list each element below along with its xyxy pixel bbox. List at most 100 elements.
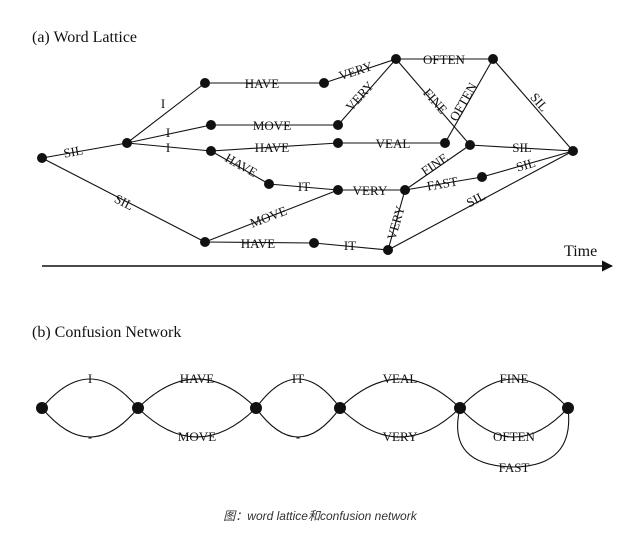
label-often-top: OFTEN <box>423 52 466 67</box>
label-move-1: MOVE <box>253 118 291 133</box>
edge-it-mid <box>268 183 339 191</box>
edge-fast <box>404 176 483 191</box>
label-very-mid: VERY <box>353 183 388 198</box>
cn-label-often: OFTEN <box>493 429 536 444</box>
label-it-bottom: IT <box>344 238 356 253</box>
edge-sil-bottom <box>387 150 574 251</box>
edge-move-2 <box>204 189 339 243</box>
label-sil-mid: SIL <box>512 140 532 155</box>
cn-node <box>250 402 262 414</box>
lattice-node <box>440 138 450 148</box>
edge-sil-start <box>41 142 128 159</box>
lattice-labels: SIL SIL I I I HAVE VERY VERY OFTEN FINE … <box>62 52 551 253</box>
confusion-nodes <box>36 402 574 414</box>
cn-node <box>132 402 144 414</box>
edge-i-3 <box>126 142 212 152</box>
edge-have-mid <box>210 142 339 152</box>
cn-label-it: IT <box>292 371 304 386</box>
confusion-edges <box>41 378 570 468</box>
lattice-node <box>400 185 410 195</box>
cn-edge-very <box>339 407 461 438</box>
confusion-labels: I - HAVE MOVE IT - VEAL VERY FINE OFTEN … <box>88 371 536 475</box>
label-sil-mid2: SIL <box>514 155 537 175</box>
label-sil-right-top: SIL <box>527 90 551 115</box>
lattice-node <box>333 120 343 130</box>
cn-edge-often <box>459 407 569 438</box>
label-fine-1: FINE <box>420 85 450 117</box>
lattice-edges <box>41 58 574 251</box>
edge-very-2 <box>337 58 397 126</box>
cn-edge-veal <box>339 378 461 409</box>
label-fine-2: FINE <box>418 150 450 179</box>
cn-node <box>562 402 574 414</box>
lattice-title: (a) Word Lattice <box>32 29 137 46</box>
cn-node <box>334 402 346 414</box>
label-sil-start: SIL <box>62 142 84 160</box>
cn-node <box>36 402 48 414</box>
lattice-node <box>122 138 132 148</box>
lattice-node <box>206 120 216 130</box>
lattice-node <box>391 54 401 64</box>
label-sil-lower: SIL <box>112 191 136 213</box>
edge-have-bottom <box>204 241 315 244</box>
edge-i-2 <box>126 124 212 144</box>
cn-label-veal: VEAL <box>383 371 418 386</box>
cn-label-fast: FAST <box>499 460 530 475</box>
edge-i-1 <box>126 82 206 144</box>
edge-sil-right-top <box>492 58 574 152</box>
label-often-diag: OFTEN <box>446 79 480 123</box>
time-axis-label: Time <box>564 243 597 260</box>
edge-sil-lower <box>41 157 206 243</box>
label-very-2: VERY <box>342 78 377 114</box>
edge-often-diag <box>444 58 494 144</box>
lattice-node <box>200 237 210 247</box>
edge-fine-1 <box>395 58 471 146</box>
lattice-node-start <box>37 153 47 163</box>
lattice-nodes <box>37 54 578 255</box>
label-fast: FAST <box>426 173 459 193</box>
edge-have-diag <box>210 150 270 185</box>
cn-label-i: I <box>88 371 92 386</box>
cn-edge-move <box>137 407 257 438</box>
lattice-node <box>200 78 210 88</box>
cn-edge-eps-1 <box>41 407 139 438</box>
label-very-vertical: VERY <box>384 203 408 241</box>
label-i-3: I <box>166 140 170 155</box>
label-it-mid: IT <box>298 179 310 194</box>
label-sil-bottom: SIL <box>464 188 488 210</box>
cn-label-eps-1: - <box>88 429 92 444</box>
lattice-node <box>477 172 487 182</box>
lattice-node <box>333 138 343 148</box>
edge-fine-2 <box>404 144 471 191</box>
lattice-node <box>206 146 216 156</box>
lattice-node <box>319 78 329 88</box>
label-move-2: MOVE <box>248 203 289 231</box>
edge-sil-mid <box>469 144 574 152</box>
cn-label-very: VERY <box>383 429 418 444</box>
cn-edge-i <box>41 378 139 409</box>
lattice-node <box>465 140 475 150</box>
cn-label-move: MOVE <box>178 429 216 444</box>
edge-very-1 <box>323 58 397 84</box>
cn-edge-eps-2 <box>255 407 341 438</box>
cn-edge-fine <box>459 378 569 409</box>
edge-very-vertical <box>387 189 406 251</box>
cn-label-eps-2: - <box>296 429 300 444</box>
lattice-node <box>488 54 498 64</box>
cn-label-have: HAVE <box>180 371 214 386</box>
cn-edge-have <box>137 378 257 409</box>
label-veal: VEAL <box>376 136 411 151</box>
lattice-node <box>383 245 393 255</box>
label-have-mid: HAVE <box>255 140 289 155</box>
cn-node <box>454 402 466 414</box>
lattice-node <box>333 185 343 195</box>
figure-caption: 图：word lattice和confusion network <box>223 509 417 523</box>
label-have-top: HAVE <box>245 76 279 91</box>
label-i-2: I <box>166 125 170 140</box>
confusion-title: (b) Confusion Network <box>32 324 181 341</box>
cn-edge-fast <box>457 407 570 468</box>
label-i-1: I <box>161 96 165 111</box>
lattice-node <box>264 179 274 189</box>
lattice-node <box>309 238 319 248</box>
